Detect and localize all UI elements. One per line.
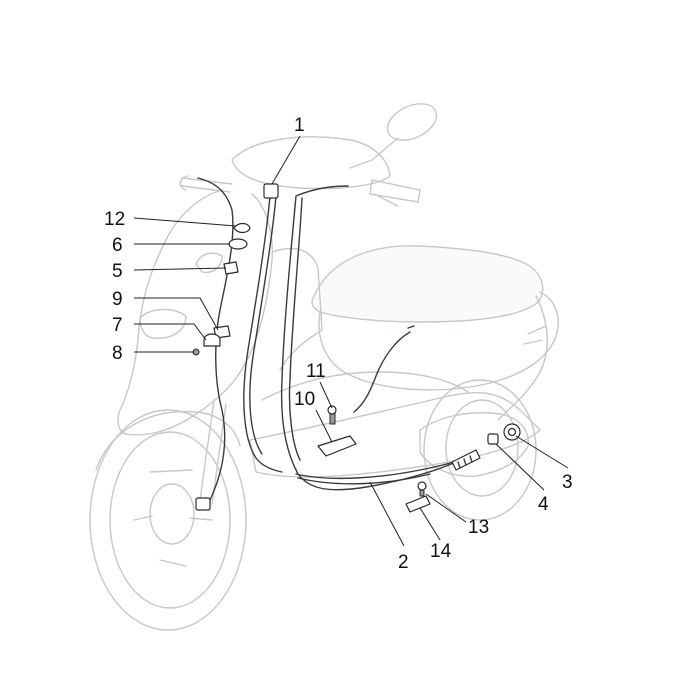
callout-9: 9 xyxy=(112,289,123,310)
part-4-adjuster-nut xyxy=(487,433,499,445)
speedometer-cable xyxy=(243,195,283,473)
callout-11: 11 xyxy=(306,361,326,382)
leader-12 xyxy=(133,217,237,227)
front-shield-outline xyxy=(117,189,274,436)
rear-brake-cable-lower-2 xyxy=(297,473,431,485)
rear-body-outline xyxy=(318,291,559,391)
part-10-cable-guide xyxy=(317,435,357,457)
spring-coils xyxy=(457,455,473,469)
leader-13 xyxy=(425,493,467,523)
brake-lever-outline xyxy=(377,195,399,207)
left-grip-end-outline xyxy=(179,175,189,191)
leader-10 xyxy=(315,409,333,443)
front-rim-outline xyxy=(109,431,231,609)
seat-outline xyxy=(311,245,544,323)
callout-10: 10 xyxy=(294,389,315,410)
leader-2 xyxy=(369,481,405,547)
front-hub-fitting xyxy=(195,497,211,511)
front-hub-outline xyxy=(149,483,195,545)
mirror-stem-outline xyxy=(349,137,399,169)
callout-8: 8 xyxy=(112,343,123,364)
cable-adjuster-spring xyxy=(451,449,481,471)
engine-cover-outline xyxy=(419,412,529,477)
callout-6: 6 xyxy=(112,235,123,256)
callout-1: 1 xyxy=(294,115,305,136)
callout-14: 14 xyxy=(430,541,452,562)
leader-1 xyxy=(271,135,301,185)
rear-brake-cable-upper xyxy=(288,197,303,461)
left-grip-outline xyxy=(181,177,233,193)
rear-tyre-outline xyxy=(423,379,537,521)
front-brake-cable xyxy=(197,177,234,501)
taillight-outline xyxy=(523,325,547,345)
leader-11 xyxy=(319,381,333,409)
rear-panel-outline xyxy=(497,295,548,421)
part-7-saddle-clamp xyxy=(203,333,221,347)
floorboard-outline xyxy=(249,392,541,478)
callout-12: 12 xyxy=(104,209,125,230)
front-fender-outline xyxy=(95,410,241,471)
callout-4: 4 xyxy=(538,494,549,515)
leader-7 xyxy=(134,323,207,341)
part-14-plate xyxy=(405,495,431,513)
part-5-cable-clip xyxy=(223,261,239,275)
front-tyre-outline xyxy=(89,409,247,631)
callout-5: 5 xyxy=(112,261,123,282)
leader-9 xyxy=(134,297,219,331)
leader-4 xyxy=(495,443,545,491)
right-grip-outline xyxy=(369,179,421,203)
callout-2: 2 xyxy=(398,552,409,573)
mirror-outline xyxy=(386,103,438,141)
tunnel-outline xyxy=(261,371,469,401)
rear-rim-outline xyxy=(445,399,519,497)
throttle-cable xyxy=(280,185,461,491)
part-1-junction-box xyxy=(263,183,279,199)
headlight-outline xyxy=(139,308,187,339)
speedometer-cable-sheath xyxy=(249,195,277,455)
scooter-outline xyxy=(89,103,559,631)
leader-lines xyxy=(133,135,569,547)
callout-13: 13 xyxy=(468,517,489,538)
choke-cable xyxy=(353,331,411,413)
leader-14 xyxy=(419,507,441,541)
choke-cable-end xyxy=(407,325,415,329)
part-13-screw-head xyxy=(417,481,427,491)
part-12-clamp xyxy=(233,222,251,234)
callout-3: 3 xyxy=(562,472,573,493)
part-11-screw-head xyxy=(327,405,337,415)
indicator-outline xyxy=(195,252,223,274)
cables xyxy=(197,177,467,501)
front-spokes-outline xyxy=(133,469,213,567)
callout-numbers: 1 12 6 5 9 7 8 11 10 3 4 2 13 14 xyxy=(104,115,573,573)
parts xyxy=(192,183,521,513)
part-3-barrel-bore xyxy=(507,427,517,437)
part-6-ring-clip xyxy=(228,238,248,250)
leader-5 xyxy=(133,267,227,271)
leader-3 xyxy=(515,435,569,469)
callout-7: 7 xyxy=(112,315,123,336)
